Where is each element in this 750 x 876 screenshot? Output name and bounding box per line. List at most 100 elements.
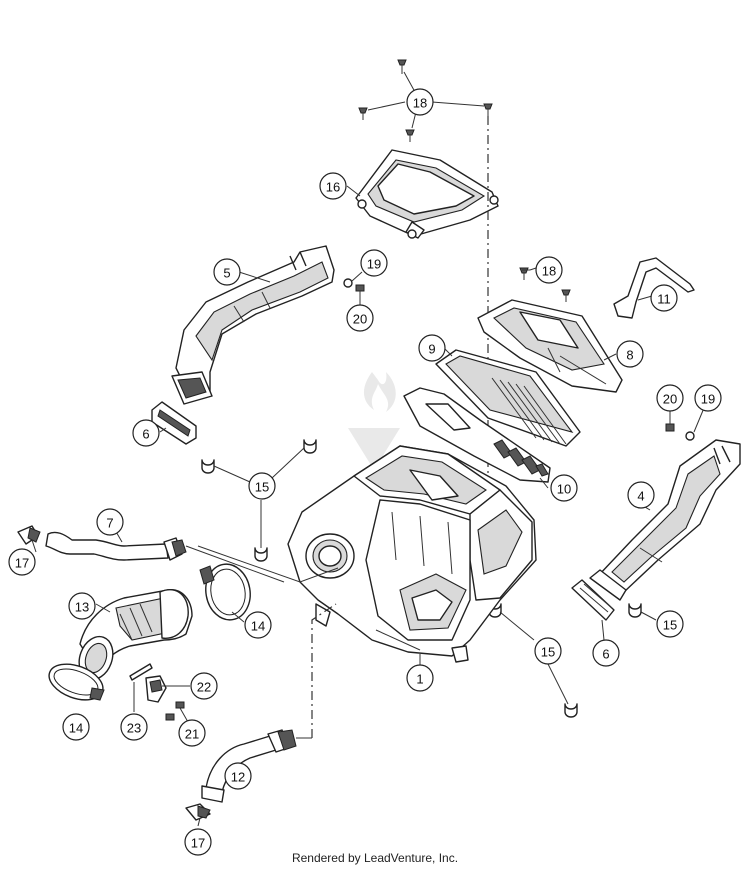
callout-circle <box>244 611 272 639</box>
callout-label: 17 <box>191 836 205 851</box>
callout-label: 15 <box>541 645 555 660</box>
callout-circle <box>178 719 206 747</box>
callout-c20b: 20 <box>656 384 684 412</box>
callout-c17b: 17 <box>184 828 212 856</box>
callout-c7: 7 <box>96 508 124 536</box>
callout-c15a: 15 <box>248 472 276 500</box>
callout-c21: 21 <box>178 719 206 747</box>
callout-c14b: 14 <box>62 713 90 741</box>
callout-circle <box>248 472 276 500</box>
callout-c11: 11 <box>650 284 678 312</box>
callout-circle <box>190 672 218 700</box>
callout-c23: 23 <box>120 713 148 741</box>
callout-label: 18 <box>542 264 556 279</box>
callout-label: 16 <box>326 180 340 195</box>
credit-line: Rendered by LeadVenture, Inc. <box>291 851 459 865</box>
callout-circle <box>616 340 644 368</box>
part-23-gasket-strip <box>129 663 153 712</box>
part-21-screws <box>165 701 189 723</box>
watermark-logo <box>348 372 400 470</box>
callout-circle <box>535 256 563 284</box>
callout-label: 22 <box>197 680 211 695</box>
callout-label: 14 <box>251 619 265 634</box>
part-1-airbox <box>287 445 537 663</box>
part-19-20-fasteners-right <box>665 407 705 441</box>
part-5-intake-duct <box>171 245 335 405</box>
callout-circle <box>360 249 388 277</box>
callout-circle <box>656 384 684 412</box>
callout-label: 6 <box>602 647 609 662</box>
callout-circle <box>62 713 90 741</box>
part-6-gasket-left <box>151 401 197 445</box>
callout-label: 4 <box>637 489 644 504</box>
callout-c18b: 18 <box>535 256 563 284</box>
assembly-line-hose <box>311 603 337 738</box>
callout-label: 13 <box>75 600 89 615</box>
part-10-filter-frame <box>403 387 551 483</box>
callout-c12: 12 <box>224 762 252 790</box>
callout-c10: 10 <box>550 474 578 502</box>
callout-circle <box>224 762 252 790</box>
part-17-clamp-lower <box>185 803 211 821</box>
callout-label: 12 <box>231 770 245 785</box>
callout-c18a: 18 <box>406 88 434 116</box>
callout-c6b: 6 <box>592 639 620 667</box>
part-17-clamp-upper <box>17 525 41 545</box>
callout-label: 9 <box>428 342 435 357</box>
callout-circle <box>346 304 374 332</box>
part-4-right-duct <box>589 439 741 601</box>
callout-c1: 1 <box>406 664 434 692</box>
callout-circle <box>592 639 620 667</box>
callout-circle <box>120 713 148 741</box>
callout-label: 15 <box>255 480 269 495</box>
callout-label: 20 <box>663 392 677 407</box>
callout-c20a: 20 <box>346 304 374 332</box>
callout-circle <box>8 548 36 576</box>
callout-circle <box>213 258 241 286</box>
callout-label: 20 <box>353 312 367 327</box>
callout-circle <box>184 828 212 856</box>
part-22-sensor <box>145 675 190 703</box>
callout-circle <box>96 508 124 536</box>
callout-c8: 8 <box>616 340 644 368</box>
callout-label: 1 <box>416 672 423 687</box>
part-14-clamps <box>48 563 251 701</box>
part-9-air-filter <box>435 349 581 447</box>
part-18-screws-top <box>358 59 493 142</box>
part-11-bracket <box>613 257 695 319</box>
callout-c4: 4 <box>627 481 655 509</box>
callout-label: 8 <box>626 348 633 363</box>
part-6-gasket-right <box>571 579 615 621</box>
callout-c17a: 17 <box>8 548 36 576</box>
callout-circle <box>627 481 655 509</box>
callout-circle <box>406 88 434 116</box>
callout-c22: 22 <box>190 672 218 700</box>
callout-c19b: 19 <box>694 384 722 412</box>
callout-c6a: 6 <box>132 419 160 447</box>
callout-label: 14 <box>69 721 83 736</box>
callout-label: 7 <box>106 516 113 531</box>
callout-circle <box>132 419 160 447</box>
part-19-20-fasteners-left <box>343 271 365 306</box>
part-12-lower-hose <box>201 729 312 803</box>
callout-circle <box>319 172 347 200</box>
callout-c19a: 19 <box>360 249 388 277</box>
callout-label: 21 <box>185 727 199 742</box>
callout-label: 17 <box>15 556 29 571</box>
callout-c15c: 15 <box>656 610 684 638</box>
callout-label: 5 <box>223 266 230 281</box>
callout-label: 11 <box>657 292 671 307</box>
callout-label: 10 <box>557 482 571 497</box>
callout-circle <box>418 334 446 362</box>
callout-c15b: 15 <box>534 637 562 665</box>
callout-label: 19 <box>367 257 381 272</box>
callout-circle <box>68 592 96 620</box>
callout-c13: 13 <box>68 592 96 620</box>
callout-circle <box>650 284 678 312</box>
callout-circle <box>694 384 722 412</box>
callout-c5: 5 <box>213 258 241 286</box>
callout-label: 15 <box>663 618 677 633</box>
callout-c14a: 14 <box>244 611 272 639</box>
